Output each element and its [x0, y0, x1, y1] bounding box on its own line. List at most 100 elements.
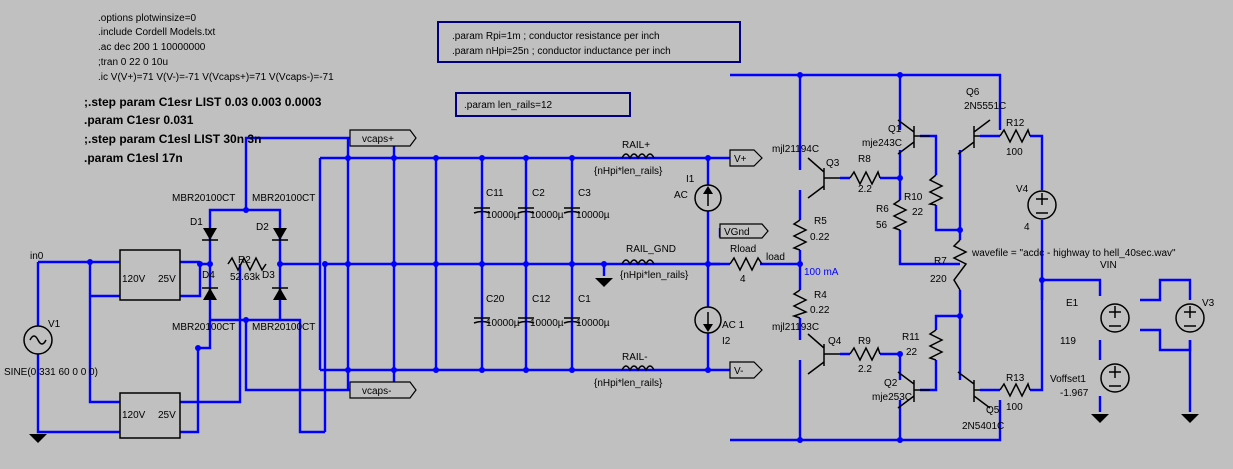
label-r6-value: 56 [876, 220, 888, 231]
current-source-i1 [694, 184, 722, 212]
diode-d1 [202, 228, 218, 241]
e1-source-symbol [1100, 303, 1130, 333]
transistor-q3 [807, 157, 840, 199]
label-r4: R4 [814, 290, 827, 301]
label-d2: D2 [256, 222, 269, 233]
label-q6: Q6 [966, 87, 980, 98]
label-c3-value: 10000µ [576, 210, 610, 221]
label-e1-value: 119 [1060, 336, 1076, 347]
label-d3-model: MBR20100CT [252, 322, 315, 333]
label-r10-value: 22 [912, 207, 924, 218]
net-label-v-minus: V- [734, 366, 743, 377]
label-r4-value: 0.22 [810, 305, 830, 316]
label-t1-primary: 120V [122, 274, 146, 285]
net-label-in0: in0 [30, 251, 44, 262]
net-label-vgnd: VGnd [724, 227, 750, 238]
label-q2-model: mje253C [872, 392, 912, 403]
directive-line: ;tran 0 22 0 10u [98, 57, 168, 68]
directive-line: .options plotwinsize=0 [98, 13, 197, 24]
label-q4-model: mjl21193C [772, 322, 819, 333]
label-c11-value: 10000µ [486, 210, 520, 221]
ground-icon [1091, 414, 1109, 423]
param-line: .param Rpi=1m ; conductor resistance per… [452, 31, 660, 42]
label-r5-value: 0.22 [810, 232, 830, 243]
label-r8: R8 [858, 154, 871, 165]
resistor-rload [729, 256, 763, 272]
label-wavefile: wavefile = "acdc - highway to hell_40sec… [971, 248, 1176, 259]
directive-line: ;.step param C1esr LIST 0.03 0.003 0.000… [84, 95, 322, 109]
current-source-i2 [694, 306, 722, 334]
label-t1-secondary: 25V [158, 274, 176, 285]
net-flag-vgnd [719, 223, 769, 239]
label-r7-value: 220 [930, 274, 947, 285]
label-r9: R9 [858, 336, 871, 347]
diode-d2 [272, 228, 288, 241]
label-r10: R10 [904, 192, 923, 203]
label-d1-model: MBR20100CT [172, 193, 235, 204]
label-r2: R2 [238, 255, 251, 266]
label-voffset-value: -1.967 [1060, 388, 1089, 399]
net-flag-vcaps-plus [349, 129, 417, 147]
label-q3: Q3 [826, 158, 840, 169]
ground-icon [1181, 414, 1199, 423]
param-box-rails [437, 21, 741, 63]
label-v1: V1 [48, 319, 61, 330]
diode-d3 [272, 287, 288, 300]
transistor-q4 [807, 333, 840, 375]
capacitors [473, 207, 581, 324]
net-label-vcaps-plus: vcaps+ [362, 134, 394, 145]
v1-source-symbol [23, 325, 53, 355]
label-e1: E1 [1066, 298, 1079, 309]
label-d4-model: MBR20100CT [172, 322, 235, 333]
label-q6-model: 2N5551C [964, 101, 1006, 112]
param-line: .param len_rails=12 [464, 100, 553, 111]
directive-line: .include Cordell Models.txt [98, 27, 215, 38]
directive-line: .param C1esr 0.031 [84, 113, 194, 127]
net-label-vin: VIN [1100, 260, 1117, 271]
label-r12-value: 100 [1006, 147, 1023, 158]
label-r5: R5 [814, 216, 827, 227]
label-voffset: Voffset1 [1050, 374, 1086, 385]
label-q1-model: mje243C [862, 138, 902, 149]
label-rail-minus-value: {nHpi*len_rails} [594, 378, 663, 389]
label-c12: C12 [532, 294, 551, 305]
net-label-vcaps-minus: vcaps- [362, 386, 391, 397]
label-r12: R12 [1006, 118, 1025, 129]
label-c11: C11 [486, 188, 504, 199]
junctions [87, 72, 1045, 443]
resistor-r2 [227, 256, 267, 272]
label-c20: C20 [486, 294, 505, 305]
label-d3: D3 [262, 270, 275, 281]
v3-source-symbol [1175, 303, 1205, 333]
label-i1: I1 [686, 174, 695, 185]
label-rail-minus: RAIL- [622, 352, 648, 363]
diode-d4 [202, 287, 218, 300]
net-flag-vcaps-minus [349, 381, 417, 399]
label-q1: Q1 [888, 124, 902, 135]
label-r2-value: 52.63k [230, 272, 261, 283]
label-q5-model: 2N5401C [962, 421, 1004, 432]
label-t2-secondary: 25V [158, 410, 176, 421]
label-i1-value: AC [674, 190, 688, 201]
net-label-load: load [766, 252, 785, 263]
label-t2-primary: 120V [122, 410, 146, 421]
param-box-len [455, 92, 631, 117]
v4-source-symbol [1027, 190, 1057, 220]
label-rload-value: 4 [740, 274, 746, 285]
label-v3: V3 [1202, 298, 1215, 309]
net-label-v-plus: V+ [734, 154, 747, 165]
net-flag-v-plus [729, 149, 763, 167]
label-r6: R6 [876, 204, 889, 215]
label-r7: R7 [934, 256, 947, 267]
voffset-source-symbol [1100, 363, 1130, 393]
directive-line: .ic V(V+)=71 V(V-)=-71 V(Vcaps+)=71 V(Vc… [98, 72, 334, 83]
label-c1-value: 10000µ [576, 318, 610, 329]
label-v1-value: SINE(0 331 60 0 0 0) [4, 367, 98, 378]
label-d4: D4 [202, 270, 215, 281]
label-q5: Q5 [986, 405, 1000, 416]
label-r8-value: 2.2 [858, 184, 872, 195]
directives-bold: ;.step param C1esr LIST 0.03 0.003 0.000… [84, 95, 322, 165]
transistor-q1 [897, 119, 930, 155]
ground-icon [595, 278, 613, 287]
